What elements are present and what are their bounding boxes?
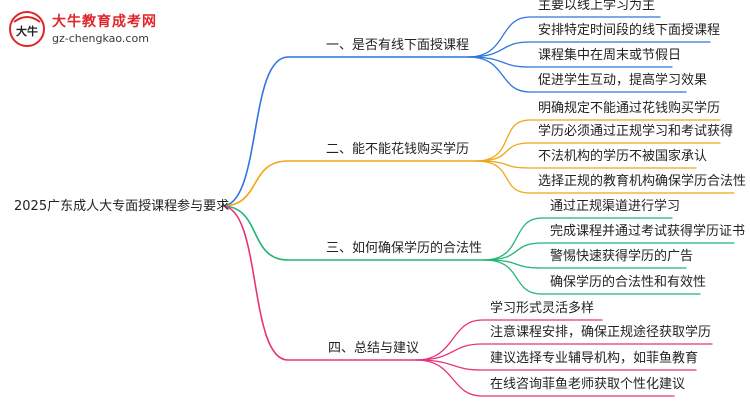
branch-2-child-3-connector	[475, 160, 697, 169]
branch-1-child-4-connector	[467, 56, 687, 93]
branch-3-child-2-label: 完成课程并通过考试获得学历证书	[550, 224, 746, 239]
branch-3-child-1-label: 通过正规渠道进行学习	[550, 199, 681, 214]
branch-3-child-1-connector	[483, 217, 673, 261]
logo-badge-icon: 大牛	[9, 11, 45, 47]
branch-4-child-3-label: 建议选择专业辅导机构，如菲鱼教育	[490, 351, 699, 366]
svg-text:大牛: 大牛	[16, 24, 38, 38]
branch-2-child-1-connector	[475, 119, 721, 162]
branch-4-child-4-connector	[415, 359, 675, 397]
branch-2-child-2-label: 学历必须通过正规学习和考试获得	[538, 124, 734, 139]
branch-1-label: 一、是否有线下面授课程	[326, 38, 470, 53]
branch-2-child-3-label: 不法机构的学历不被国家承认	[538, 149, 708, 164]
branch-3-child-4-label: 确保学历的合法性和有效性	[550, 275, 707, 290]
branch-1-child-2-label: 安排特定时间段的线下面授课程	[538, 23, 721, 38]
branch-2-label: 二、能不能花钱购买学历	[326, 142, 470, 157]
branch-3-child-4-connector	[483, 259, 701, 295]
branch-4-child-1-label: 学习形式灵活多样	[490, 301, 595, 316]
branch-1-connector	[221, 56, 469, 207]
branch-3-child-3-connector	[483, 259, 687, 269]
site-logo[interactable]: 大牛 大牛教育成考网 gz-chengkao.com	[4, 6, 194, 52]
branch-4-label: 四、总结与建议	[328, 341, 420, 356]
branch-3-child-3-label: 警惕快速获得学历的广告	[550, 249, 694, 264]
branch-4-child-2-connector	[415, 343, 713, 361]
branch-1-child-2-connector	[467, 41, 711, 58]
branch-3-child-2-connector	[483, 242, 735, 261]
branch-1-child-1-connector	[467, 16, 661, 58]
logo-title: 大牛教育成考网	[52, 14, 157, 30]
branch-2-child-2-connector	[475, 142, 721, 162]
branch-1-child-1-label: 主要以线上学习为主	[538, 0, 656, 13]
branch-4-child-2-label: 注意课程安排，确保正规途径获取学历	[490, 325, 712, 340]
root-node-label: 2025广东成人大专面授课程参与要求	[14, 199, 230, 214]
branch-3-label: 三、如何确保学历的合法性	[326, 241, 483, 256]
branch-4-child-1-connector	[415, 319, 603, 361]
branch-4-child-4-label: 在线咨询菲鱼老师获取个性化建议	[490, 377, 686, 392]
branch-1-child-3-label: 课程集中在周末或节假日	[538, 48, 682, 63]
branch-4-connector	[221, 205, 417, 361]
branch-1-child-3-connector	[467, 56, 673, 68]
branch-3-connector	[221, 205, 485, 261]
branch-2-connector	[221, 160, 477, 207]
branch-2-child-1-label: 明确规定不能通过花钱购买学历	[538, 101, 721, 116]
branch-4-child-3-connector	[415, 359, 697, 371]
branch-2-child-4-label: 选择正规的教育机构确保学历合法性	[538, 174, 747, 189]
mindmap-edges	[221, 16, 735, 397]
branch-1-child-4-label: 促进学生互动，提高学习效果	[538, 73, 708, 88]
branch-2-child-4-connector	[475, 160, 735, 194]
logo-url: gz-chengkao.com	[52, 32, 149, 45]
